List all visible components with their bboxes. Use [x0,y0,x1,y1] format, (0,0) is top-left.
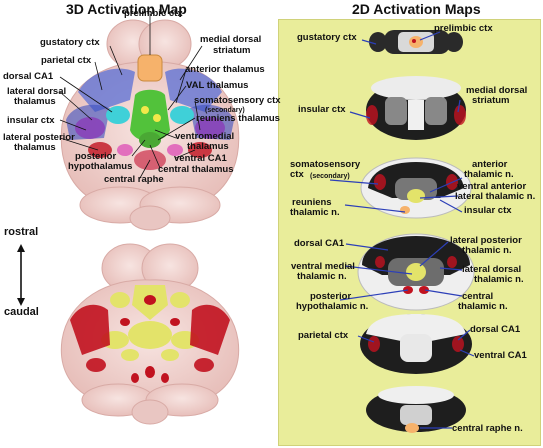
r-label-secondary: (secondary) [310,173,350,180]
label-posterior-hypo-1: posterior [75,151,117,162]
label-prelimbic: prelimbic ctx [124,8,183,19]
r-label-reuniens-2: thalamic n. [290,207,340,218]
label-medial-dorsal-1: medial dorsal [200,34,262,45]
r-label-insular: insular ctx [298,104,346,115]
label-lateral-posterior-2: thalamus [14,142,56,153]
label-ventromedial-1: ventromedial [175,131,235,142]
r-label-reuniens-1: reuniens [292,197,332,208]
r-label-parietal: parietal ctx [298,330,349,341]
left-pointer-lines [59,14,203,179]
label-lateral-posterior-1: lateral posterior [3,132,75,143]
label-lateral-dorsal-1: lateral dorsal [7,86,67,97]
r-label-ventral-ca1: ventral CA1 [474,350,527,361]
label-central-thalamus: central thalamus [158,164,234,175]
r-label-somatosensory-2: ctx [290,169,304,180]
label-parietal: parietal ctx [41,55,92,66]
label-central-raphe: central raphe [104,174,164,185]
brain-slice-5 [360,314,472,374]
label-ventromedial-2: thalamus [187,141,229,152]
r-label-anterior-1: anterior [472,159,508,170]
r-label-lateral-posterior-2: thalamic n. [462,245,512,256]
r-label-medial-dorsal-1: medial dorsal [466,85,528,96]
r-label-central-raphe: central raphe n. [452,423,523,434]
r-label-somatosensory-1: somatosensory [290,159,361,170]
rostral-caudal-arrow [17,244,25,306]
label-somatosensory: somatosensory ctx [194,95,281,106]
brain-3d-bottom [60,243,240,425]
r-label-posterior-1: posterior [310,291,352,302]
brain-slice-1 [369,30,463,54]
r-label-dorsal-ca1: dorsal CA1 [294,238,345,249]
r-label-ventral-anterior-1: ventral anterior [457,181,527,192]
label-ventral-ca1: ventral CA1 [174,153,227,164]
label-medial-dorsal-2: striatum [213,45,251,56]
left-panel-title: 3D Activation Map [66,1,187,17]
brain-slice-6 [366,386,466,433]
r-label-prelimbic: prelimbic ctx [434,23,493,34]
r-label-gustatory: gustatory ctx [297,32,357,43]
r-label-lateral-dorsal-1: lateral dorsal [462,264,522,275]
right-pointer-lines [329,31,475,429]
r-label-lateral-posterior-1: lateral posterior [450,235,522,246]
r-label-lateral-dorsal-2: thalamic n. [474,274,524,285]
label-caudal: caudal [4,306,39,318]
r-label-posterior-2: hypothalamic n. [296,301,369,312]
label-reuniens: reuniens thalamus [196,113,280,124]
r-label-ventral-medial-2: thalamic n. [297,271,347,282]
r-label-dorsal-ca1-b: dorsal CA1 [470,324,521,335]
label-posterior-hypo-2: hypothalamus [68,161,133,172]
r-label-central-2: thalamic n. [458,301,508,312]
label-dorsal-ca1: dorsal CA1 [3,71,54,82]
label-gustatory: gustatory ctx [40,37,100,48]
label-insular: insular ctx [7,115,55,126]
brain-slice-2 [366,76,466,140]
r-label-central-1: central [462,291,494,302]
label-val-thalamus: VAL thalamus [186,80,249,91]
label-anterior-thalamus: anterior thalamus [185,64,265,75]
r-label-anterior-2: thalamic n. [464,169,514,180]
brain-3d-top [60,19,240,231]
r-label-ventral-anterior-2: lateral thalamic n. [455,191,536,202]
r-label-ventral-medial-1: ventral medial [291,261,355,272]
label-secondary: (secondary) [205,107,245,114]
right-panel-title: 2D Activation Maps [352,1,481,17]
brain-slice-3 [360,157,472,219]
label-lateral-dorsal-2: thalamus [14,96,56,107]
right-panel-background [278,19,541,446]
label-rostral: rostral [4,226,39,238]
r-label-insular-2: insular ctx [464,205,512,216]
r-label-medial-dorsal-2: striatum [472,95,510,106]
